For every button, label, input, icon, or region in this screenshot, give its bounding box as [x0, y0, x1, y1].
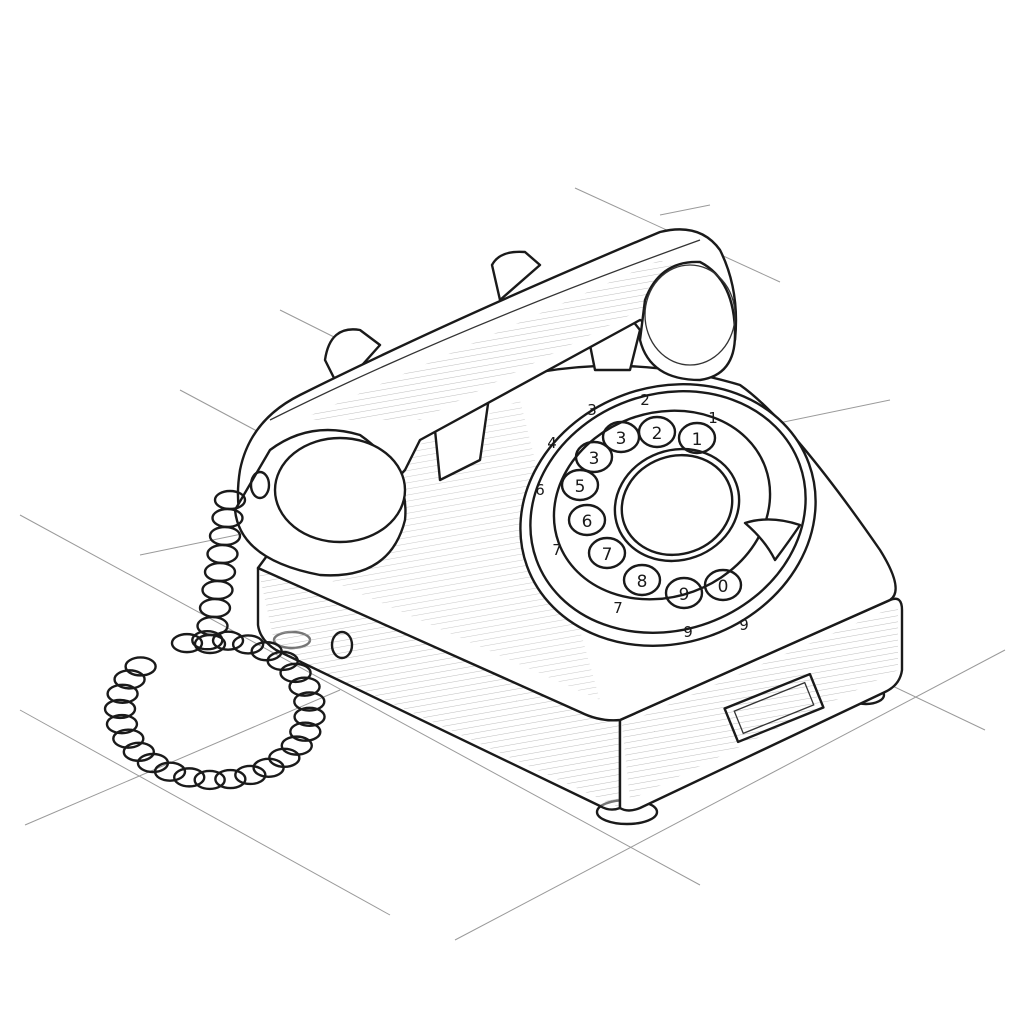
outer-ring-digit: 9: [739, 616, 749, 634]
cord-coil: [231, 634, 265, 655]
cord-coil: [203, 561, 237, 583]
finger-stop: [743, 518, 802, 562]
cord-coil: [288, 676, 321, 697]
finger-hole: [560, 468, 600, 502]
finger-hole: [664, 576, 704, 610]
finger-hole-digit: 5: [575, 477, 586, 497]
cord-coil: [293, 691, 326, 712]
outer-ring-digit: 3: [587, 401, 597, 419]
cord-coil: [208, 525, 242, 547]
finger-hole-digit: 7: [602, 545, 613, 565]
cord-coil: [173, 767, 206, 788]
cord-coil: [198, 597, 232, 619]
cord-coil: [105, 713, 139, 735]
finger-hole-digit: 3: [616, 429, 627, 449]
cord-coil: [211, 630, 245, 651]
cord-coil: [113, 669, 146, 690]
coiled-cord: [103, 489, 326, 791]
cord-coil: [106, 683, 139, 704]
outer-ring-digit: 4: [547, 434, 557, 452]
outer-ring-digit: 9: [683, 623, 693, 641]
finger-hole: [703, 568, 743, 602]
cord-coil: [170, 632, 204, 654]
cord-coil: [191, 630, 224, 651]
finger-hole: [677, 421, 717, 455]
outer-ring-digit: 1: [708, 409, 718, 427]
outer-ring-digit: 2: [640, 391, 650, 409]
cord-coil: [280, 735, 313, 756]
cord-coil: [268, 747, 301, 769]
finger-hole-digit: 9: [679, 585, 690, 605]
outer-ring-digit: 7: [552, 541, 562, 559]
outer-ring-digit: 7: [613, 599, 623, 617]
cord-coil: [153, 761, 187, 782]
finger-hole-digit: 6: [582, 512, 593, 532]
finger-hole: [587, 536, 627, 570]
finger-hole: [601, 420, 641, 454]
cord-coil: [193, 769, 226, 791]
cord-coil: [103, 698, 137, 720]
finger-hole-digit: 3: [589, 449, 600, 469]
outer-ring-digit: 6: [535, 481, 545, 499]
cord-coil: [124, 656, 157, 677]
finger-hole: [567, 503, 607, 537]
cord-coil: [289, 721, 322, 742]
cord-coil: [250, 641, 283, 662]
finger-hole-digit: 8: [637, 572, 648, 592]
finger-hole-digit: 1: [692, 430, 703, 450]
cord-coil: [293, 706, 326, 727]
cord-coil: [112, 728, 145, 749]
handset: [233, 228, 738, 577]
finger-hole-digit: 0: [718, 577, 729, 597]
cord-coil: [234, 764, 267, 786]
cord-coil: [201, 579, 234, 601]
cord-coil: [206, 543, 239, 565]
finger-hole-digit: 2: [652, 424, 663, 444]
finger-hole: [574, 440, 614, 474]
finger-hole: [622, 563, 662, 597]
cord-coil: [214, 768, 247, 790]
